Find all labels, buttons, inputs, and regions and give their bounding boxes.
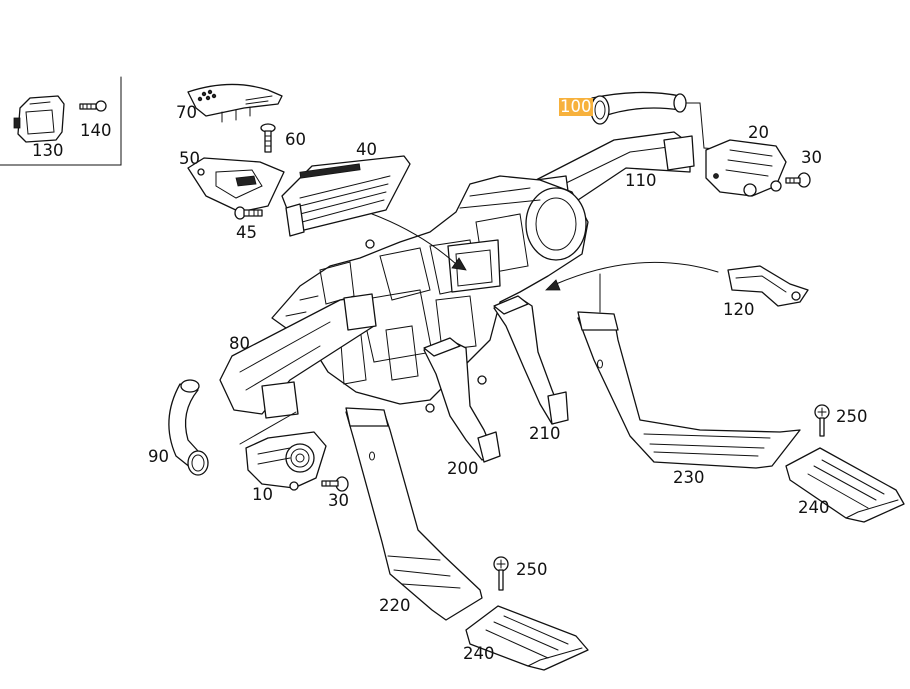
- part-30-screw-b[interactable]: [321, 476, 349, 492]
- part-30-screw-a[interactable]: [785, 172, 811, 188]
- part-230-floor-duct[interactable]: [577, 311, 801, 469]
- label-part-210[interactable]: 210: [529, 424, 561, 443]
- arrow-40: [371, 213, 457, 265]
- label-part-50[interactable]: 50: [179, 149, 200, 168]
- label-part-240-b[interactable]: 240: [463, 644, 495, 663]
- part-80-duct[interactable]: [219, 293, 377, 419]
- label-part-30-b[interactable]: 30: [328, 491, 349, 510]
- part-45-screw[interactable]: [234, 206, 263, 220]
- part-120-elbow[interactable]: [727, 265, 809, 307]
- part-10-side-vent[interactable]: [245, 431, 327, 491]
- part-50-bracket[interactable]: [187, 157, 285, 213]
- part-70-cover[interactable]: [187, 83, 283, 123]
- label-part-70[interactable]: 70: [176, 103, 197, 122]
- part-140-screw[interactable]: [79, 100, 107, 112]
- part-20-side-vent[interactable]: [705, 139, 787, 197]
- part-200-duct[interactable]: [423, 337, 501, 463]
- part-240-outlet-b[interactable]: [465, 605, 589, 671]
- label-part-20[interactable]: 20: [748, 123, 769, 142]
- label-part-130[interactable]: 130: [32, 141, 64, 160]
- label-part-220[interactable]: 220: [379, 596, 411, 615]
- part-220-floor-duct[interactable]: [345, 407, 483, 621]
- part-250-screw-a[interactable]: [814, 404, 830, 437]
- part-250-screw-b[interactable]: [493, 556, 509, 591]
- label-part-200[interactable]: 200: [447, 459, 479, 478]
- arrow-40-head: [451, 257, 467, 271]
- part-240-outlet-a[interactable]: [785, 447, 905, 523]
- label-part-120[interactable]: 120: [723, 300, 755, 319]
- label-part-110[interactable]: 110: [625, 171, 657, 190]
- part-40-center-vent[interactable]: [281, 155, 411, 237]
- part-90-hose[interactable]: [168, 379, 209, 476]
- label-part-230[interactable]: 230: [673, 468, 705, 487]
- label-part-250-b[interactable]: 250: [516, 560, 548, 579]
- label-part-240-a[interactable]: 240: [798, 498, 830, 517]
- arrow-120-head: [545, 279, 561, 291]
- label-part-40[interactable]: 40: [356, 140, 377, 159]
- label-part-30-a[interactable]: 30: [801, 148, 822, 167]
- part-210-duct[interactable]: [493, 295, 569, 425]
- label-part-60[interactable]: 60: [285, 130, 306, 149]
- label-part-250-a[interactable]: 250: [836, 407, 868, 426]
- label-part-80[interactable]: 80: [229, 334, 250, 353]
- arrow-120: [555, 261, 719, 285]
- label-part-140[interactable]: 140: [80, 121, 112, 140]
- part-130-module[interactable]: [13, 95, 65, 143]
- label-part-45[interactable]: 45: [236, 223, 257, 242]
- heater-box-assembly[interactable]: [271, 175, 589, 413]
- leader-10: [239, 411, 297, 445]
- label-part-90[interactable]: 90: [148, 447, 169, 466]
- label-part-100[interactable]: 100: [559, 97, 593, 116]
- label-part-10[interactable]: 10: [252, 485, 273, 504]
- part-60-screw[interactable]: [260, 123, 276, 153]
- part-100-hose[interactable]: [590, 91, 687, 125]
- inset-frame: [0, 76, 122, 166]
